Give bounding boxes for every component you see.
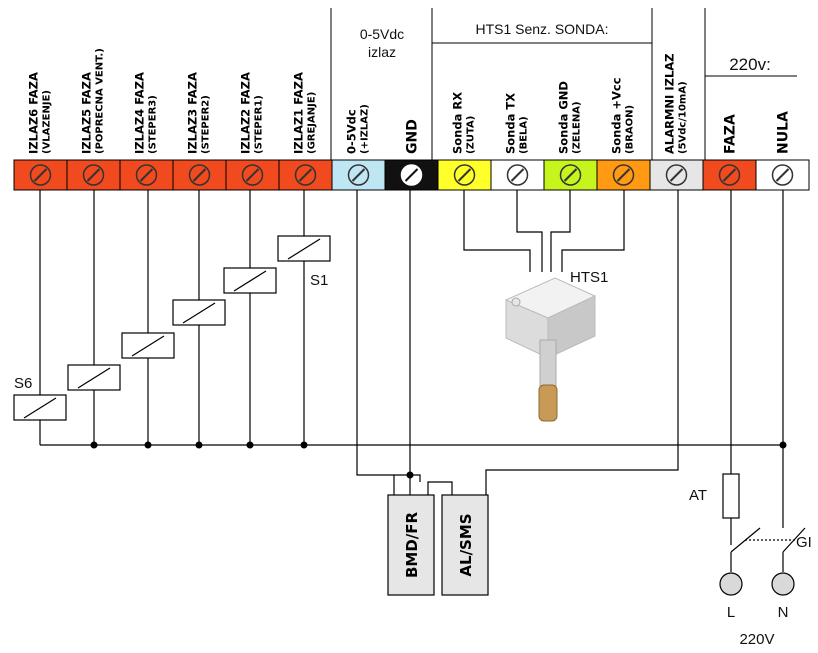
terminal-label: Sonda GND — [557, 81, 571, 154]
junction-dots — [90, 441, 787, 479]
terminal-label: 0-5Vdc — [345, 109, 359, 154]
terminal-label: Sonda RX — [451, 92, 465, 154]
output-wiring — [356, 190, 679, 495]
terminal-sublabel: (STEPER1) — [254, 95, 265, 154]
terminal-label: IZLAZ6 FAZA — [27, 72, 41, 154]
screw-slot — [192, 168, 207, 182]
terminal-label: IZLAZ1 FAZA — [292, 72, 306, 154]
power-title: 220v: — [729, 55, 771, 74]
switch-label: GI — [796, 534, 812, 551]
terminal-label: NULA — [776, 111, 792, 154]
terminal-label: IZLAZ5 FAZA — [80, 72, 94, 154]
terminal-strip — [13, 159, 810, 191]
screw-slot — [669, 168, 684, 182]
screw-slot — [245, 168, 260, 182]
terminal-sublabel: (POPRECNA VENT.) — [95, 48, 106, 154]
relay-s5 — [67, 364, 121, 391]
terminal-label: IZLAZ4 FAZA — [133, 72, 147, 154]
voltage-label: 220V — [739, 631, 774, 648]
terminal-sublabel: (VLAZENJE) — [42, 90, 53, 154]
n-label: N — [778, 604, 789, 621]
terminal-sublabel: (STEPER2) — [201, 95, 212, 154]
terminal-l — [719, 572, 743, 596]
screw-slot — [404, 168, 419, 182]
terminal-sublabel: (BELA) — [519, 116, 530, 154]
terminal-sublabel: (ZUTA) — [466, 116, 477, 154]
terminal-label: FAZA — [723, 114, 739, 154]
relay-s6-label: S6 — [14, 375, 32, 392]
sensor-title: HTS1 Senz. SONDA: — [475, 21, 608, 37]
analog-title: 0-5Vdc — [360, 26, 404, 42]
terminal-label: IZLAZ2 FAZA — [239, 72, 253, 154]
terminal-n — [771, 572, 795, 596]
terminal-sublabel: (+IZLAZ) — [360, 104, 371, 154]
screw-slot — [86, 168, 101, 182]
terminal-sublabel: (5Vdc/10mA) — [678, 81, 689, 154]
relay-s4 — [121, 332, 175, 359]
al-sms-label: AL/SMS — [457, 513, 475, 576]
al-sms-box — [441, 494, 489, 596]
bmd-fr-label: BMD/FR — [403, 512, 421, 579]
terminal-sublabel: (GREJANJE) — [307, 92, 318, 154]
terminal-sublabel: (BRAON) — [625, 105, 636, 154]
terminal-label: GND — [405, 119, 421, 154]
terminal-label: IZLAZ3 FAZA — [186, 72, 200, 154]
relay-wiring — [39, 190, 784, 520]
screw-slot — [33, 168, 48, 182]
screw-slot — [775, 168, 790, 182]
screw-slot — [457, 168, 472, 182]
screw-slot — [139, 168, 154, 182]
fuse-label: AT — [689, 487, 707, 504]
screw-slot — [298, 168, 313, 182]
terminal-label: ALARMNI IZLAZ — [663, 53, 677, 154]
screw-slot — [510, 168, 525, 182]
power-wiring — [730, 190, 806, 572]
terminal-labels: IZLAZ6 FAZA(VLAZENJE) IZLAZ5 FAZA(POPRECN… — [27, 48, 792, 154]
screw-slot — [351, 168, 366, 182]
screw-slot — [722, 168, 737, 182]
hts1-sensor-icon — [504, 277, 597, 422]
terminal-label: Sonda +Vcc — [610, 77, 624, 154]
terminal-sublabel: (ZELENA) — [572, 101, 583, 154]
relay-s1-label: S1 — [310, 272, 328, 289]
screw-slot — [563, 168, 578, 182]
l-label: L — [727, 604, 735, 621]
screw-slot — [616, 168, 631, 182]
sensor-label: HTS1 — [570, 269, 608, 286]
terminal-sublabel: (STEPER3) — [148, 95, 159, 154]
sensor-wiring — [463, 190, 625, 272]
relay-coils — [13, 235, 331, 421]
analog-subtitle: izlaz — [368, 44, 396, 60]
bmd-fr-box — [387, 494, 435, 596]
fuse-at — [722, 473, 740, 519]
terminal-label: Sonda TX — [504, 93, 518, 154]
